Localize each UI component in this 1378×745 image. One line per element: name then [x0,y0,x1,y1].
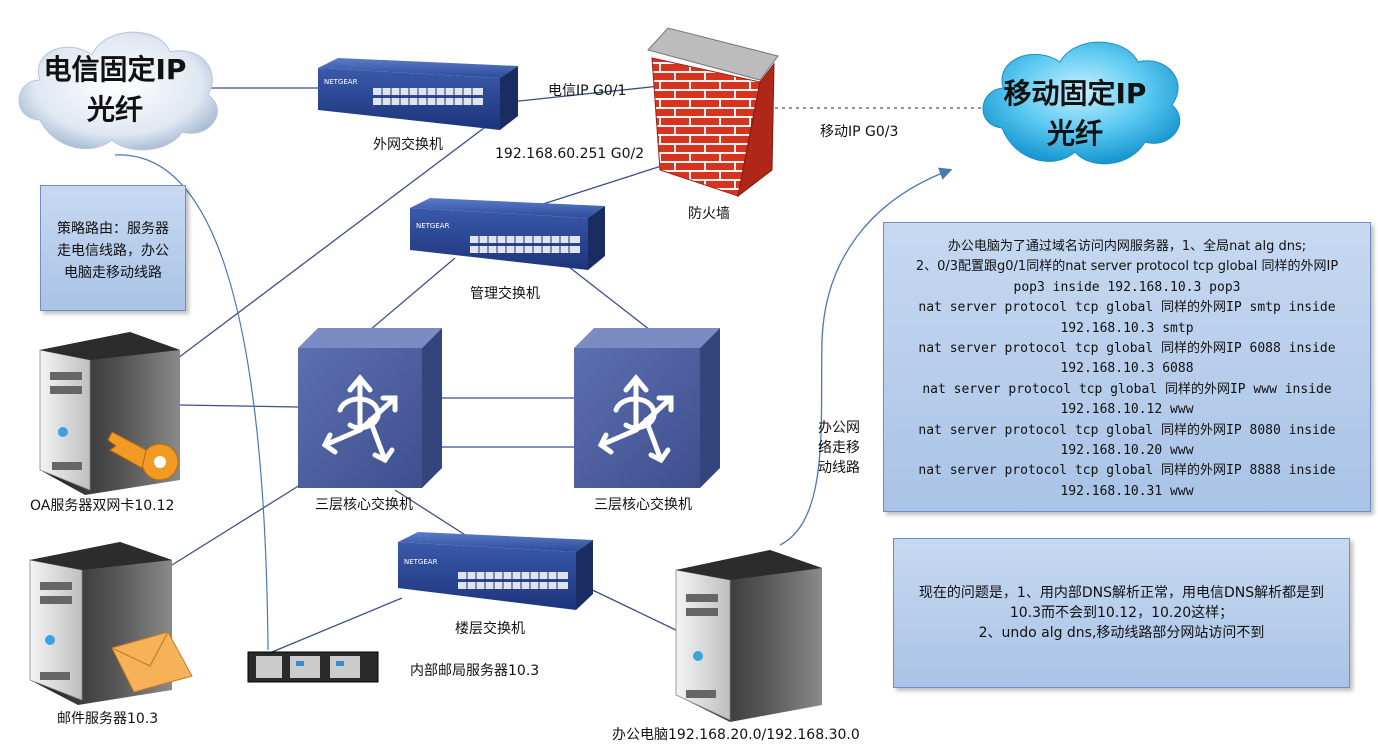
mobile-cloud-line2: 光纤 [1046,117,1103,150]
office-route-line: 动线路 [818,460,860,476]
office-route-line: 络走移 [818,440,860,456]
mobile-port-label: 移动IP G0/3 [820,124,899,140]
config-line: nat server protocol tcp global 同样的外网IP 8… [918,422,1336,438]
envelope-icon [111,631,193,693]
office-route-line: 办公网 [818,420,860,436]
config-line: 192.168.10.31 www [1060,483,1194,499]
nat-config-note: 办公电脑为了通过域名访问内网服务器，1、全局nat alg dns; 2、0/3… [883,222,1371,512]
external-switch-icon: NETGEAR [318,58,518,130]
rack-server-icon [247,651,379,683]
config-line: 办公电脑为了通过域名访问内网服务器，1、全局nat alg dns; [947,239,1307,254]
telecom-cloud-label: 电信固定IP 光纤 [30,50,200,130]
telecom-cloud-line1: 电信固定IP [43,53,187,86]
management-switch-icon: NETGEAR [410,198,605,270]
core-switch-left-label: 三层核心交换机 [315,497,413,513]
telecom-port-label: 电信IP G0/1 [548,83,627,99]
svg-text:NETGEAR: NETGEAR [416,222,450,230]
mobile-cloud-line1: 移动固定IP [1003,77,1147,110]
mail-server-label: 邮件服务器10.3 [57,711,159,727]
key-icon [107,431,179,481]
floor-switch-icon: NETGEAR [398,532,593,610]
config-line: 192.168.10.3 smtp [1060,320,1194,336]
internal-mail-server-label: 内部邮局服务器10.3 [410,663,540,679]
problem-note: 现在的问题是，1、用内部DNS解析正常，用电信DNS解析都是到 10.3而不会到… [893,538,1350,688]
config-line: pop3 inside 192.168.10.3 pop3 [1013,279,1241,295]
problem-line: 现在的问题是，1、用内部DNS解析正常，用电信DNS解析都是到 [918,585,1325,601]
office-pc-label: 办公电脑192.168.20.0/192.168.30.0 [612,727,860,743]
config-line: 192.168.10.20 www [1060,443,1194,459]
config-line: nat server protocol tcp global 同样的外网IP 8… [918,463,1336,479]
mobile-cloud-icon [982,41,1181,165]
config-line: 192.168.10.12 www [1060,402,1194,418]
problem-line: 10.3而不会到10.12，10.20这样； [1009,605,1234,621]
connection-lines [171,85,681,653]
firewall-icon [647,27,779,198]
office-route-label: 办公网 络走移 动线路 [818,418,860,478]
oa-server-label: OA服务器双网卡10.12 [30,498,175,514]
config-line: nat server protocol tcp global 同样的外网IP 6… [918,341,1336,357]
config-line: 192.168.10.3 6088 [1060,361,1194,377]
server-route-curve [114,154,269,651]
mgmt-switch-label: 管理交换机 [470,286,540,302]
note-line: 走电信线路，办公 [57,243,169,259]
note-line: 电脑走移动线路 [64,265,162,281]
core-switch-right-icon [574,328,720,488]
svg-text:NETGEAR: NETGEAR [324,78,358,86]
config-line: nat server protocol tcp global 同样的外网IP s… [918,300,1336,316]
config-line: 2、0/3配置跟g0/1同样的nat server protocol tcp g… [915,259,1339,275]
config-line: nat server protocol tcp global 同样的外网IP w… [922,381,1332,397]
core-switch-right-label: 三层核心交换机 [594,497,692,513]
policy-routing-note: 策略路由：服务器 走电信线路，办公 电脑走移动线路 [40,185,186,311]
office-pc-icon [675,550,822,722]
svg-text:NETGEAR: NETGEAR [404,558,438,566]
external-switch-label: 外网交换机 [373,137,443,153]
problem-line: 2、undo alg dns,移动线路部分网站访问不到 [978,625,1265,641]
telecom-cloud-icon [18,31,218,151]
internal-port-label: 192.168.60.251 G0/2 [495,146,645,162]
note-line: 策略路由：服务器 [57,221,169,237]
floor-switch-label: 楼层交换机 [455,621,525,637]
office-route-arrow [779,167,953,546]
telecom-cloud-line2: 光纤 [86,93,143,126]
mobile-cloud-label: 移动固定IP 光纤 [990,74,1160,154]
firewall-label: 防火墙 [688,206,730,222]
core-switch-left-icon [298,328,442,488]
